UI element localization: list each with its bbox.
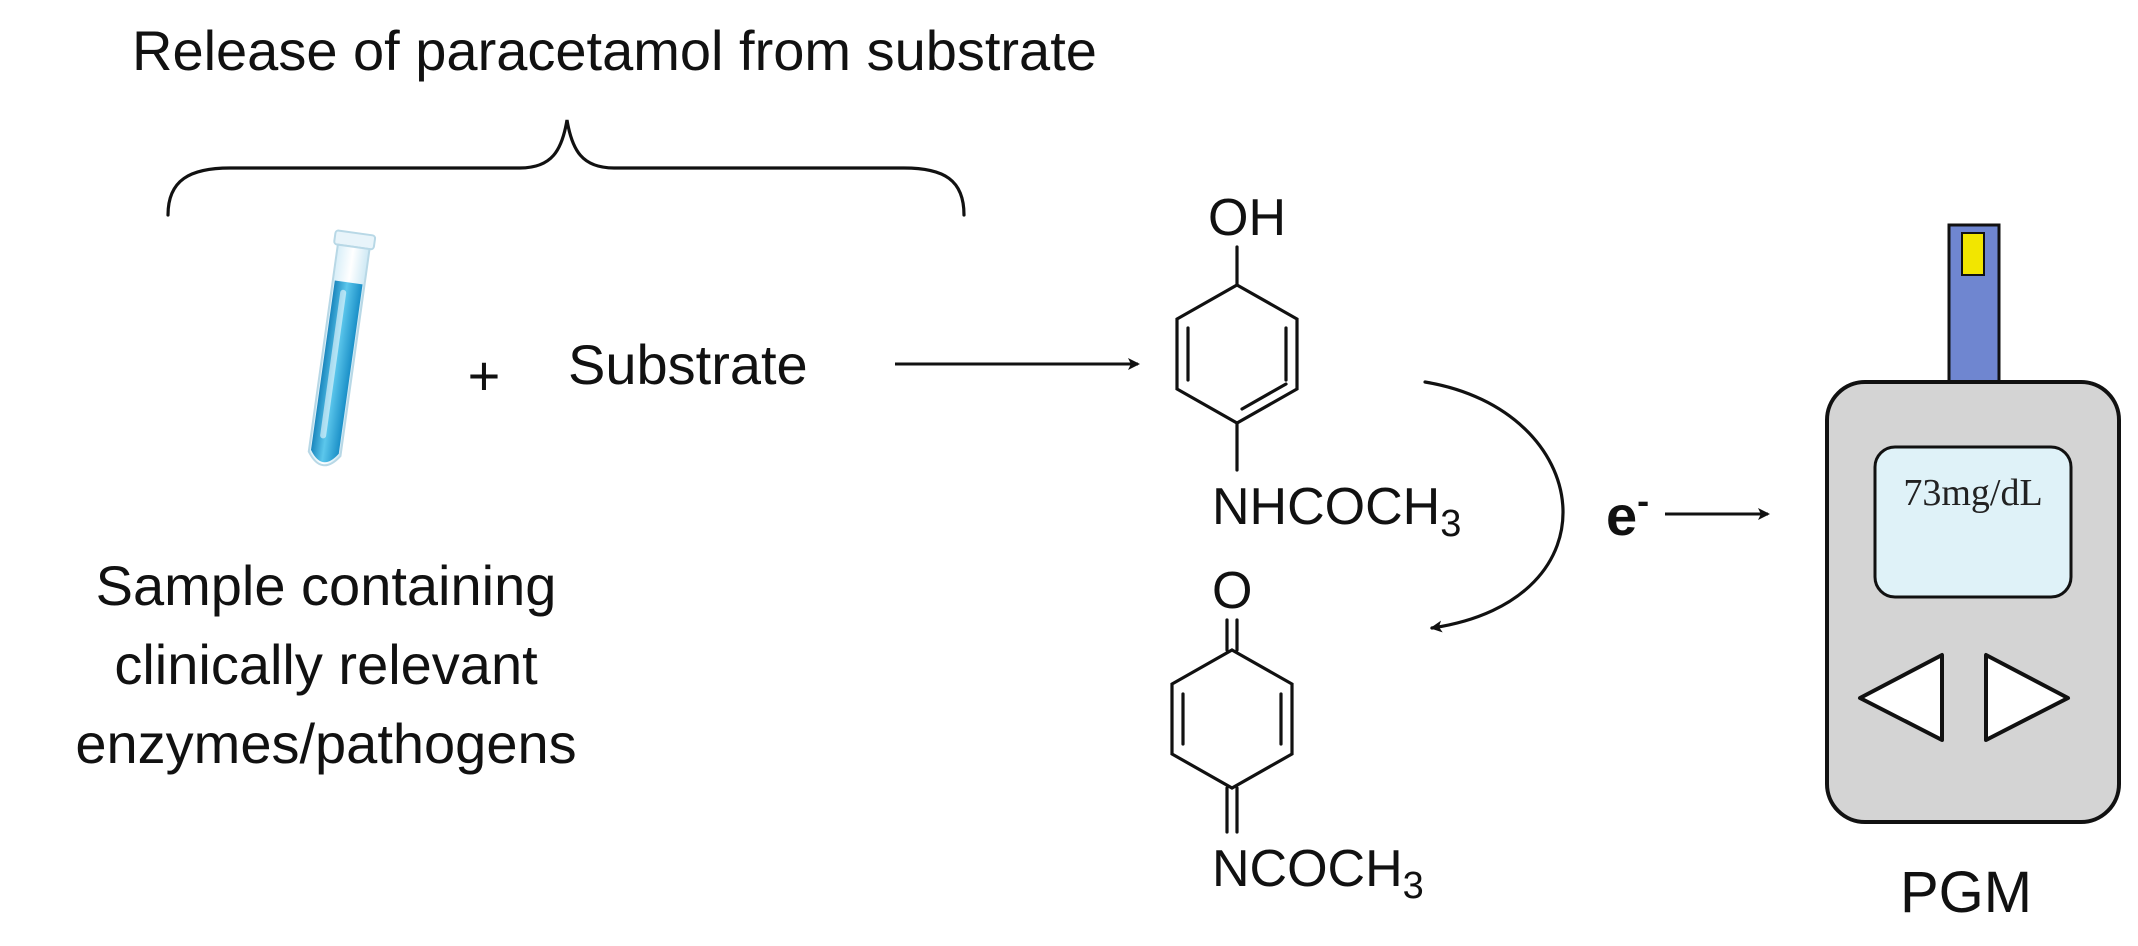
oxidation-arrow xyxy=(1423,380,1565,633)
pgm-label: PGM xyxy=(1900,860,2032,925)
title: Release of paracetamol from substrate xyxy=(132,19,1097,82)
electron-label: e- xyxy=(1606,480,1649,547)
sample-label-line1: Sample containing xyxy=(96,554,557,617)
sample-label-line2: clinically relevant xyxy=(114,633,538,696)
paracetamol-oh-label: OH xyxy=(1208,189,1286,247)
test-strip-tip xyxy=(1961,232,1985,276)
napqi-o-label: O xyxy=(1212,562,1252,620)
curly-brace xyxy=(166,119,966,217)
triangle-right-icon[interactable] xyxy=(1984,653,2070,742)
plus-sign: + xyxy=(468,344,501,407)
substrate-label: Substrate xyxy=(568,333,808,396)
meter-reading: 73mg/dL xyxy=(1903,472,2042,514)
napqi-structure: O NCOCH3 xyxy=(1170,562,1424,907)
glucose-meter: 73mg/dL xyxy=(1825,223,2121,824)
sample-label-line3: enzymes/pathogens xyxy=(75,712,576,775)
napqi-imine-label: NCOCH3 xyxy=(1212,840,1424,907)
test-tube-icon xyxy=(307,229,377,467)
triangle-left-icon[interactable] xyxy=(1858,653,1944,742)
paracetamol-structure: OH NHCOCH3 xyxy=(1175,189,1461,545)
meter-screen xyxy=(1873,445,2073,599)
paracetamol-amide-label: NHCOCH3 xyxy=(1212,478,1461,545)
